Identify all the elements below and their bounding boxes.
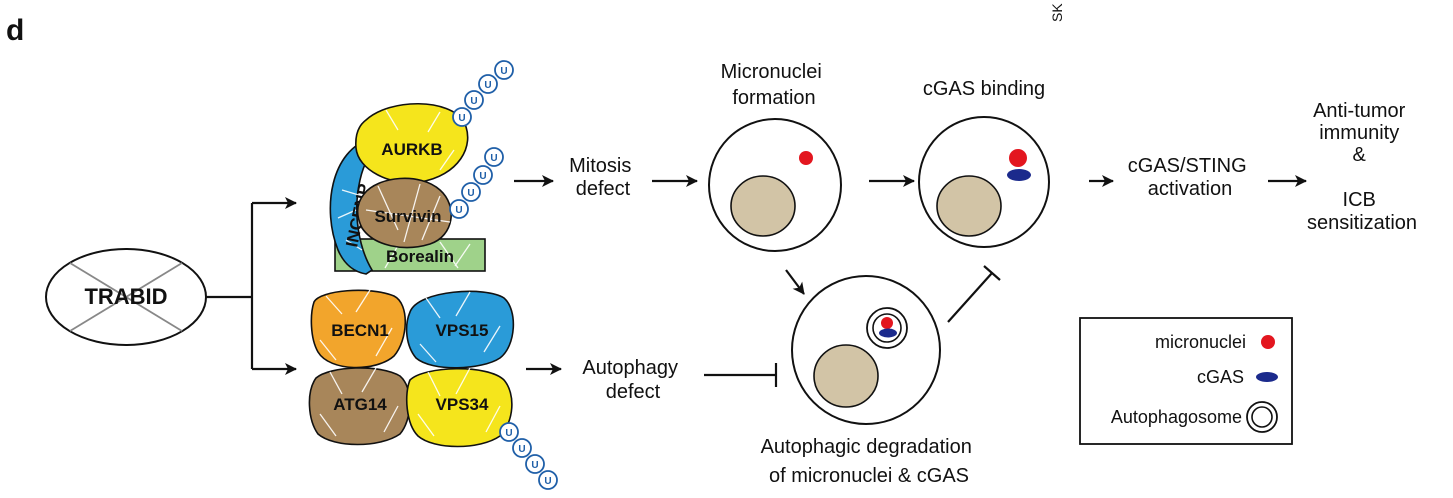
svg-text:U: U bbox=[470, 96, 477, 107]
ubiquitin-icon: U bbox=[478, 74, 498, 94]
corner-text: SK bbox=[1049, 3, 1065, 22]
autophagosome-icon bbox=[866, 307, 908, 349]
svg-text:U: U bbox=[458, 113, 465, 124]
arrow-micronuclei-to-degradation bbox=[785, 269, 805, 295]
legend-cgas-icon bbox=[1256, 372, 1278, 382]
outcome-label: Anti-tumor immunity & ICB sensitization bbox=[1307, 100, 1417, 234]
survivin-protein: Survivin bbox=[356, 177, 452, 249]
cgas-ellipse bbox=[1007, 169, 1031, 181]
ubiquitin-icon: U bbox=[484, 147, 504, 167]
svg-text:U: U bbox=[531, 460, 538, 471]
svg-text:U: U bbox=[484, 80, 491, 91]
mitosis-defect-label: Mitosis defect bbox=[569, 155, 637, 200]
micronuclei-cell bbox=[708, 118, 842, 252]
aurkb-label: AURKB bbox=[381, 140, 442, 159]
ubiquitin-icon: U bbox=[499, 422, 519, 442]
borealin-label: Borealin bbox=[386, 247, 454, 266]
cell-nucleus bbox=[730, 175, 796, 237]
atg14-label: ATG14 bbox=[333, 395, 387, 414]
survivin-label: Survivin bbox=[374, 207, 441, 226]
legend-autophagosome-icon bbox=[1246, 401, 1278, 433]
panel-label: d bbox=[6, 14, 24, 47]
ubiquitin-icon: U bbox=[538, 470, 558, 490]
ubiquitin-icon: U bbox=[452, 107, 472, 127]
degradation-cell bbox=[791, 275, 941, 425]
inhibition-autophagy bbox=[704, 363, 778, 387]
legend: micronuclei cGAS Autophagosome bbox=[1079, 317, 1293, 445]
trabid-label: TRABID bbox=[84, 284, 167, 309]
cell-nucleus bbox=[936, 175, 1002, 237]
atg14-protein: ATG14 bbox=[308, 367, 411, 446]
legend-micronuclei-icon bbox=[1261, 335, 1275, 349]
ubiquitin-icon: U bbox=[494, 60, 514, 80]
inhibition-degradation-cgas bbox=[947, 265, 1001, 323]
cpc-complex: Borealin INCENP AURKB Survivin U U U U bbox=[329, 60, 514, 275]
svg-text:U: U bbox=[505, 428, 512, 439]
svg-text:U: U bbox=[455, 205, 462, 216]
cell-nucleus bbox=[813, 344, 879, 408]
ubiquitin-chain-aurkb: U U U U bbox=[452, 60, 514, 127]
svg-text:U: U bbox=[500, 66, 507, 77]
ubiquitin-icon: U bbox=[512, 438, 532, 458]
svg-text:U: U bbox=[544, 476, 551, 487]
micronucleus-dot bbox=[1009, 149, 1027, 167]
becn1-protein: BECN1 bbox=[310, 289, 406, 369]
svg-text:U: U bbox=[479, 171, 486, 182]
ubiquitin-icon: U bbox=[473, 165, 493, 185]
svg-text:U: U bbox=[490, 153, 497, 164]
aurkb-protein: AURKB bbox=[355, 103, 469, 184]
cgas-sting-label: cGAS/STING activation bbox=[1128, 155, 1252, 200]
vps15-label: VPS15 bbox=[436, 321, 489, 340]
svg-text:U: U bbox=[467, 188, 474, 199]
ubiquitin-chain-survivin: U U U U bbox=[449, 147, 504, 219]
vps15-protein: VPS15 bbox=[405, 290, 515, 369]
ubiquitin-chain-vps34: U U U U bbox=[499, 422, 558, 490]
branch-connector bbox=[206, 197, 297, 375]
legend-cgas-label: cGAS bbox=[1197, 367, 1244, 387]
cgas-binding-cell bbox=[918, 116, 1050, 248]
vps34-label: VPS34 bbox=[436, 395, 489, 414]
ubiquitin-icon: U bbox=[461, 182, 481, 202]
svg-text:U: U bbox=[518, 444, 525, 455]
ubiquitin-icon: U bbox=[464, 90, 484, 110]
autophagy-defect-label: Autophagy defect bbox=[582, 357, 683, 403]
micronuclei-formation-label: Micronuclei formation bbox=[721, 61, 828, 109]
trabid-node: TRABID bbox=[45, 248, 207, 346]
legend-autophagosome-label: Autophagosome bbox=[1111, 407, 1242, 427]
legend-micronuclei-label: micronuclei bbox=[1155, 332, 1246, 352]
cgas-binding-label: cGAS binding bbox=[923, 78, 1045, 100]
ubiquitin-icon: U bbox=[449, 199, 469, 219]
becn1-label: BECN1 bbox=[331, 321, 389, 340]
vps34-protein: VPS34 bbox=[405, 367, 513, 448]
ubiquitin-icon: U bbox=[525, 454, 545, 474]
micronucleus-dot bbox=[799, 151, 813, 165]
autophagy-complex: BECN1 VPS15 ATG14 VPS34 U U U U bbox=[308, 289, 558, 490]
degradation-label: Autophagic degradation of micronuclei & … bbox=[761, 436, 978, 487]
